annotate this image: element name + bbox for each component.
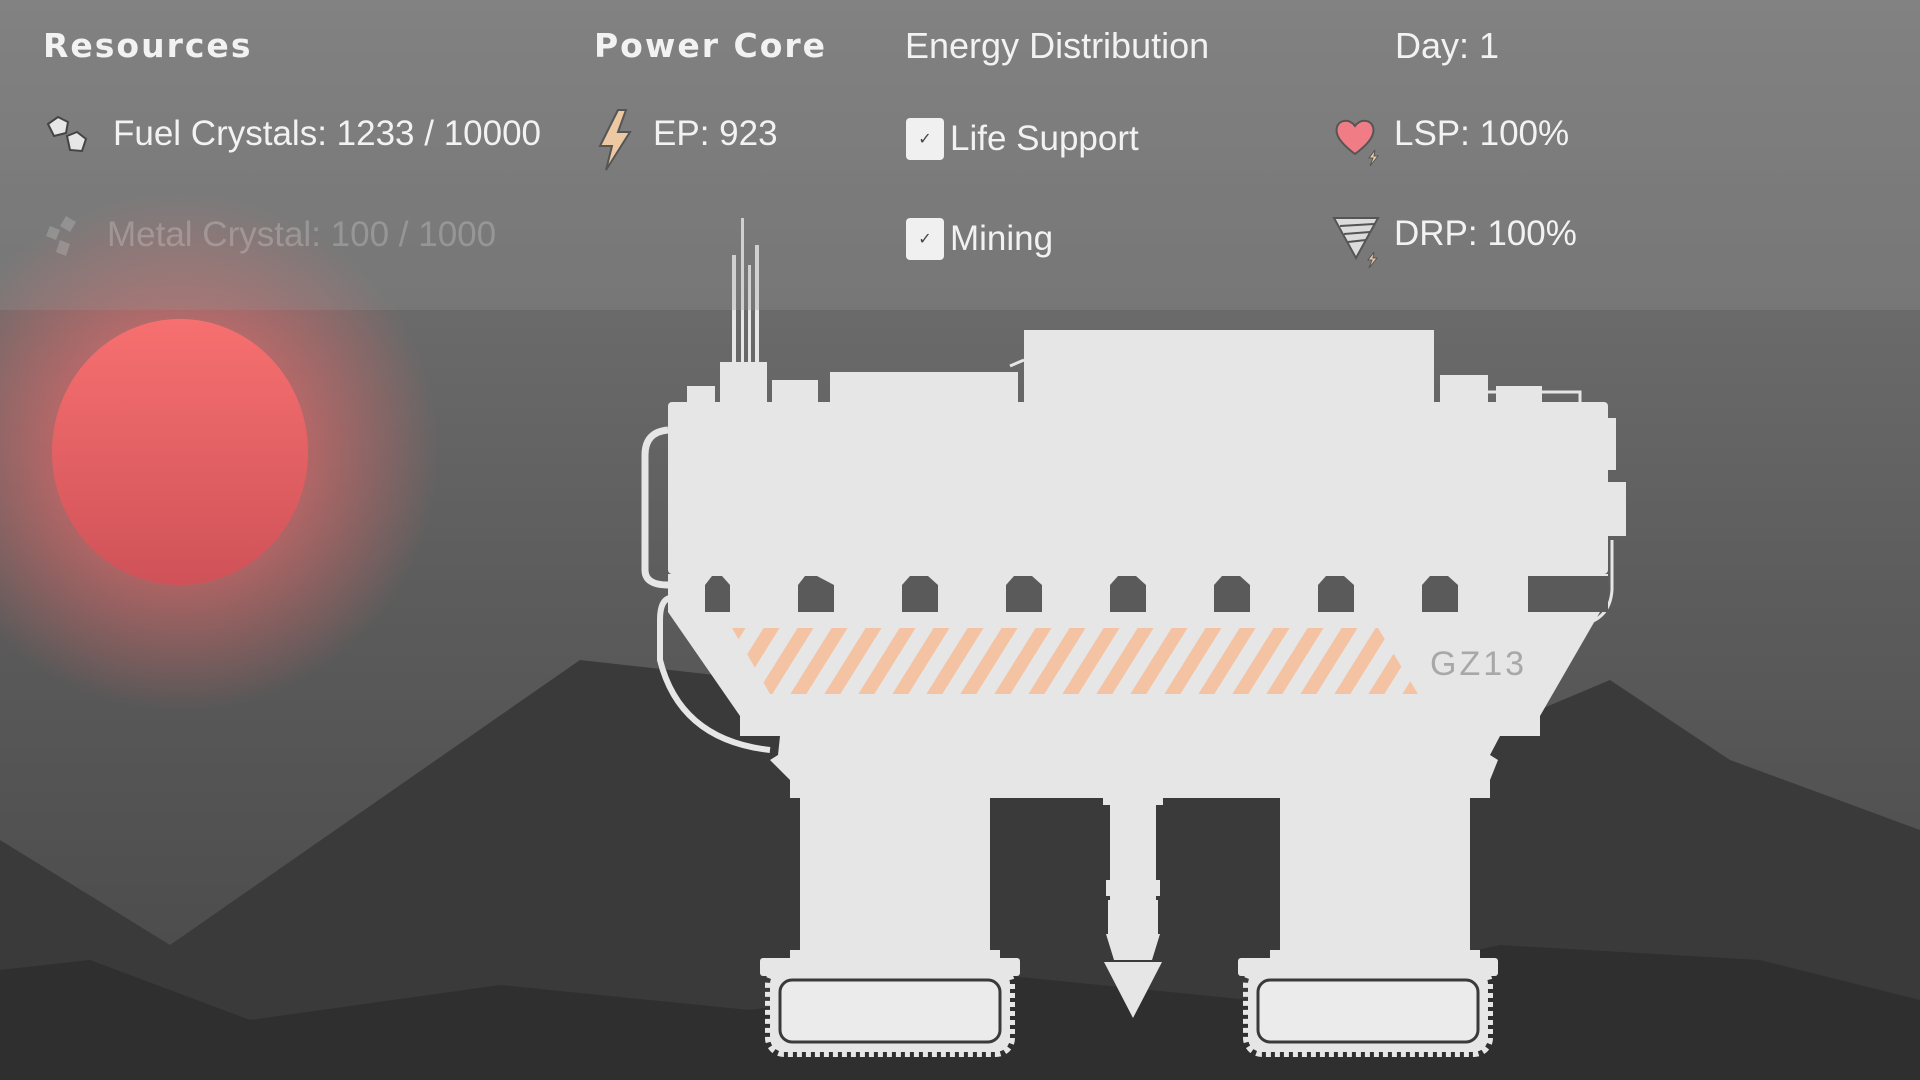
metal-crystal-icon <box>46 216 76 256</box>
life-support-label: Life Support <box>950 119 1139 158</box>
fuel-crystal-icon <box>46 115 88 153</box>
life-support-checkbox[interactable]: ✓ <box>906 118 944 160</box>
fuel-crystals-label: Fuel Crystals: 1233 / 10000 <box>113 114 542 153</box>
lsp-label: LSP: 100% <box>1394 114 1570 153</box>
lightning-bolt-icon <box>598 109 632 171</box>
mining-label: Mining <box>950 219 1054 258</box>
vehicle-vents <box>705 576 1608 612</box>
drp-label: DRP: 100% <box>1394 214 1577 253</box>
energy-distribution-heading: Energy Distribution <box>905 25 1210 66</box>
day-counter: Day: 1 <box>1395 25 1500 66</box>
vehicle-id-label: GZ13 <box>1430 645 1527 683</box>
hazard-stripes <box>732 628 1418 694</box>
heart-power-icon <box>1335 119 1380 167</box>
resources-heading: Resources <box>43 26 253 65</box>
hud-panel: Resources Fuel Crystals: 1233 / 10000 Me… <box>0 0 1920 310</box>
mining-checkbox[interactable]: ✓ <box>906 218 944 260</box>
metal-crystal-label: Metal Crystal: 100 / 1000 <box>107 215 497 254</box>
drill-power-icon <box>1332 217 1380 268</box>
power-core-heading: Power Core <box>594 26 828 65</box>
sun <box>52 319 308 585</box>
ep-label: EP: 923 <box>653 114 778 153</box>
